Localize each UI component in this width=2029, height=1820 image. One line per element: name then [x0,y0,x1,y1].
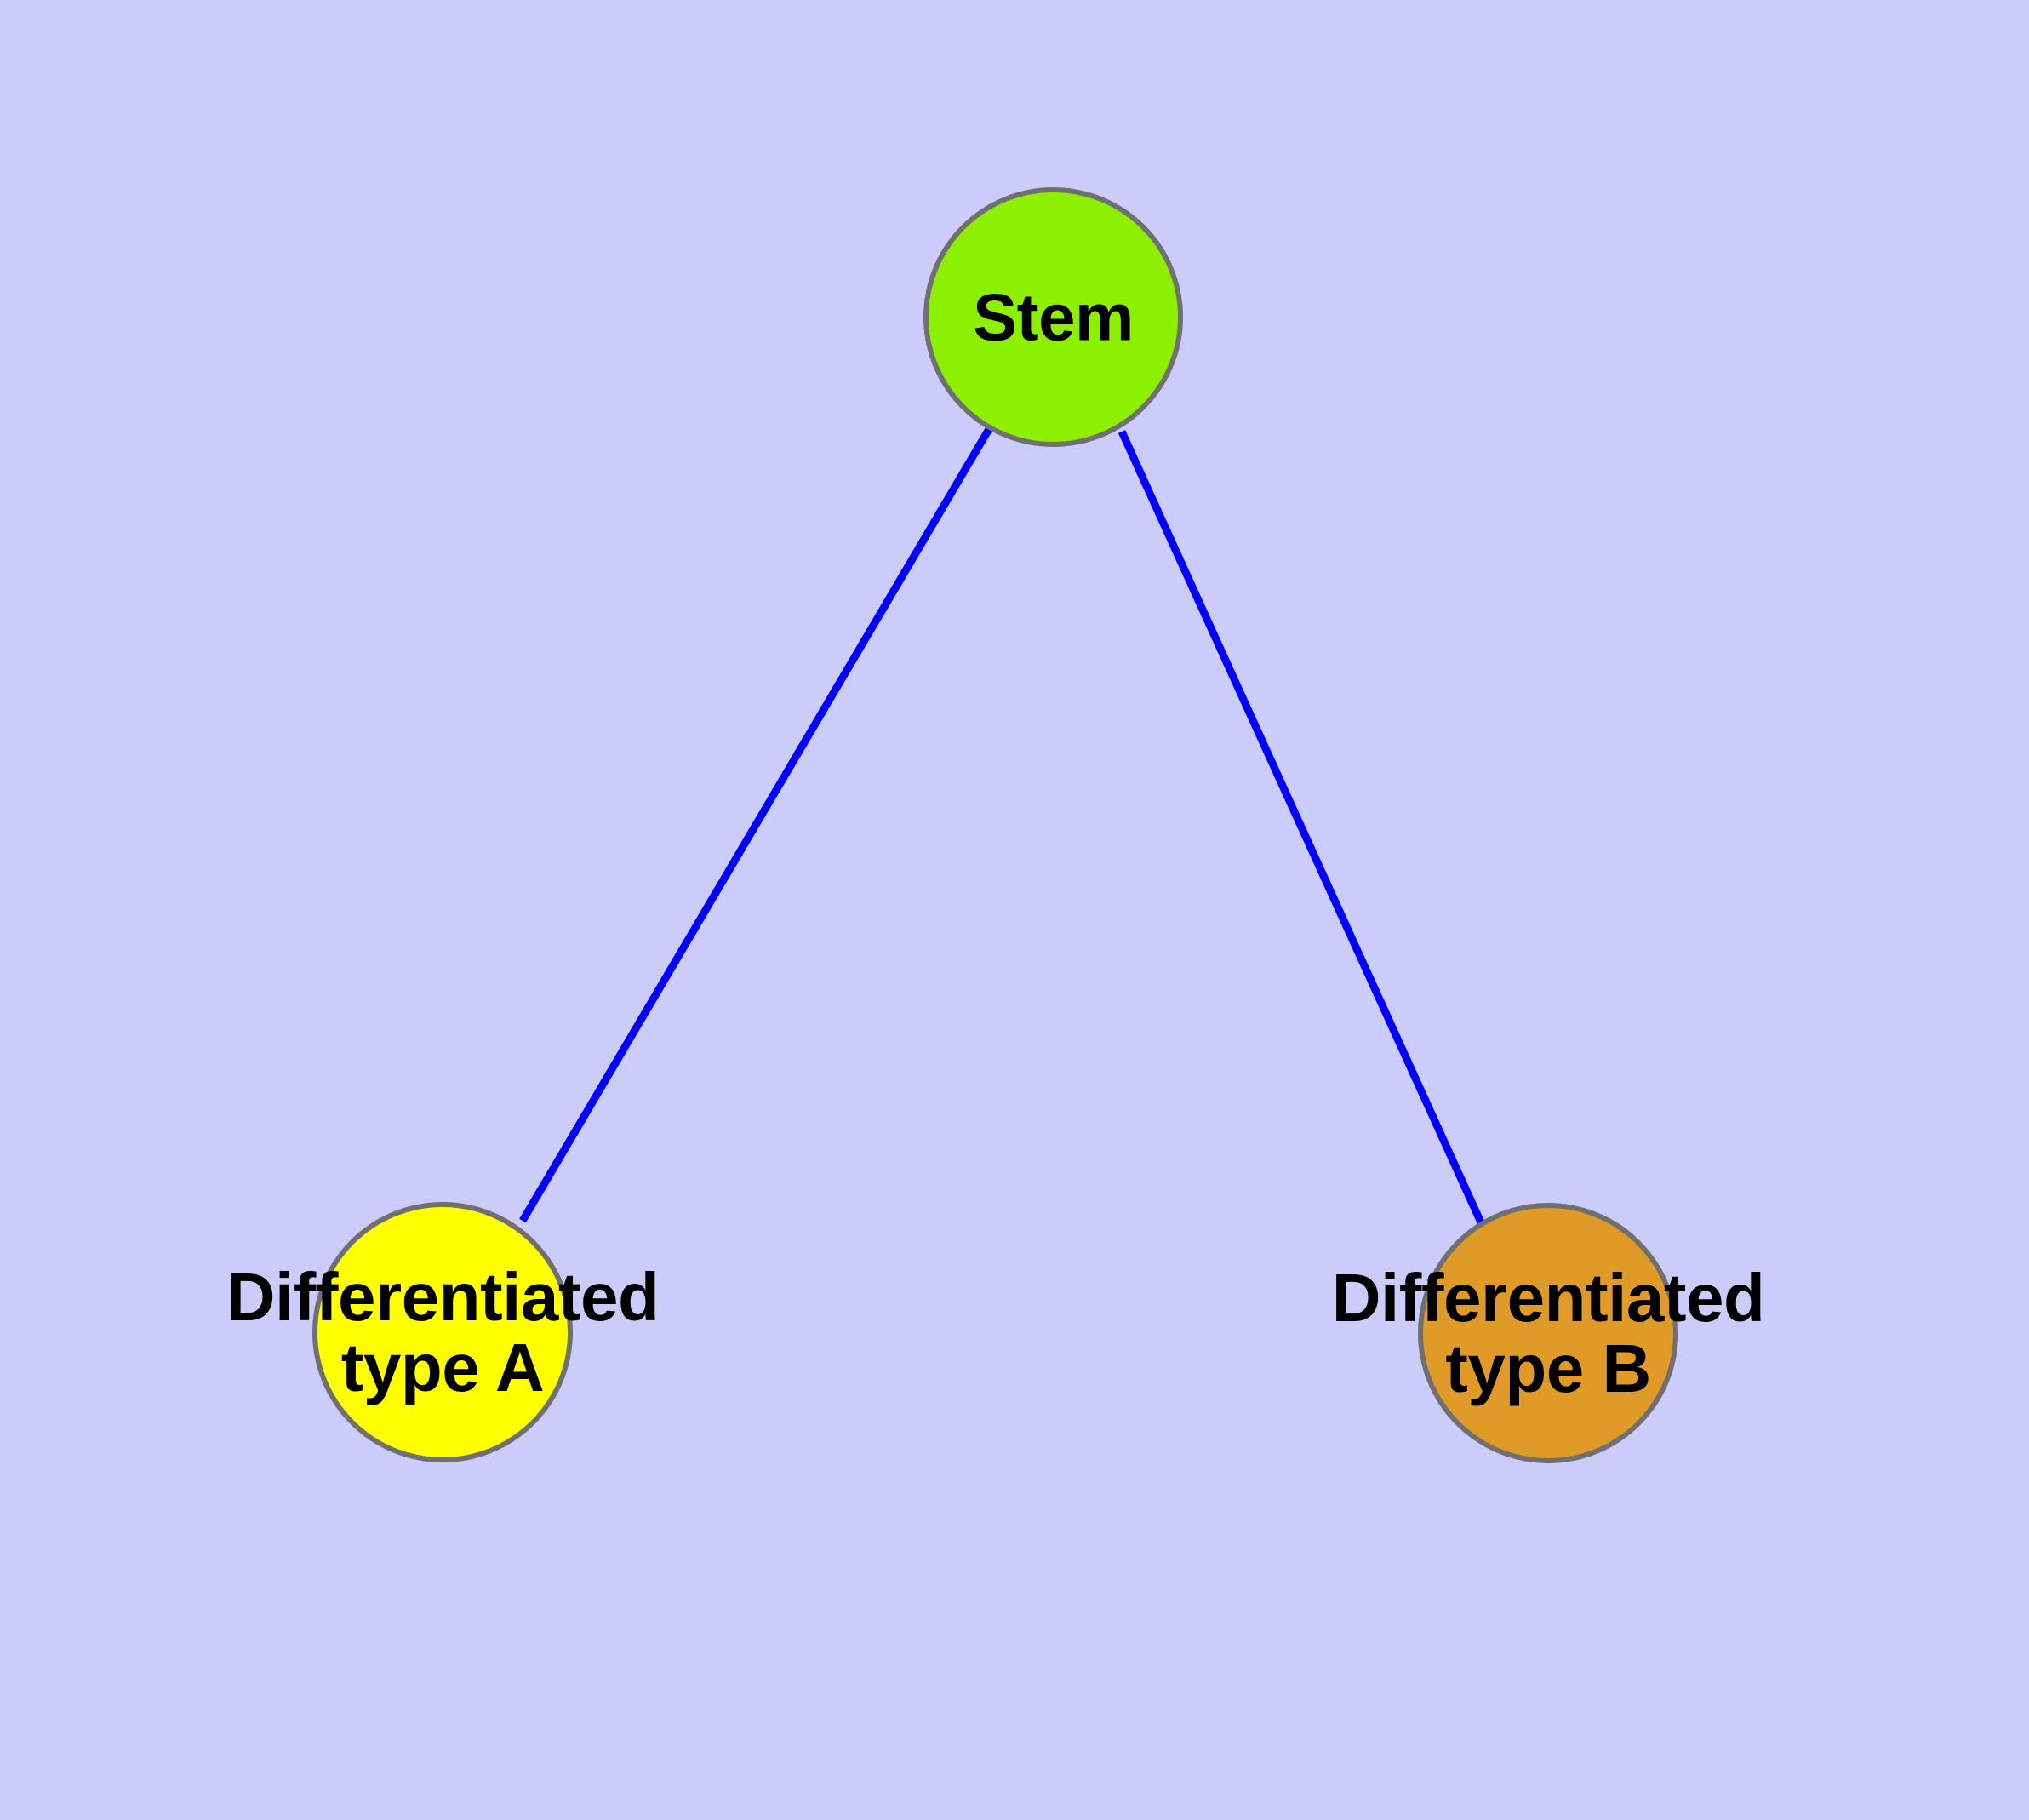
node-stem-circle[interactable] [923,187,1183,447]
node-differentiated-type-a[interactable]: Differentiated type A [226,1202,660,1462]
edge-stem-to-type-a [519,426,992,1223]
node-differentiated-type-b-circle[interactable] [1418,1203,1678,1463]
node-differentiated-type-a-circle[interactable] [312,1202,573,1462]
node-stem[interactable]: Stem [923,187,1183,447]
node-differentiated-type-b[interactable]: Differentiated type B [1332,1203,1765,1463]
edge-stem-to-type-b [1117,430,1485,1224]
